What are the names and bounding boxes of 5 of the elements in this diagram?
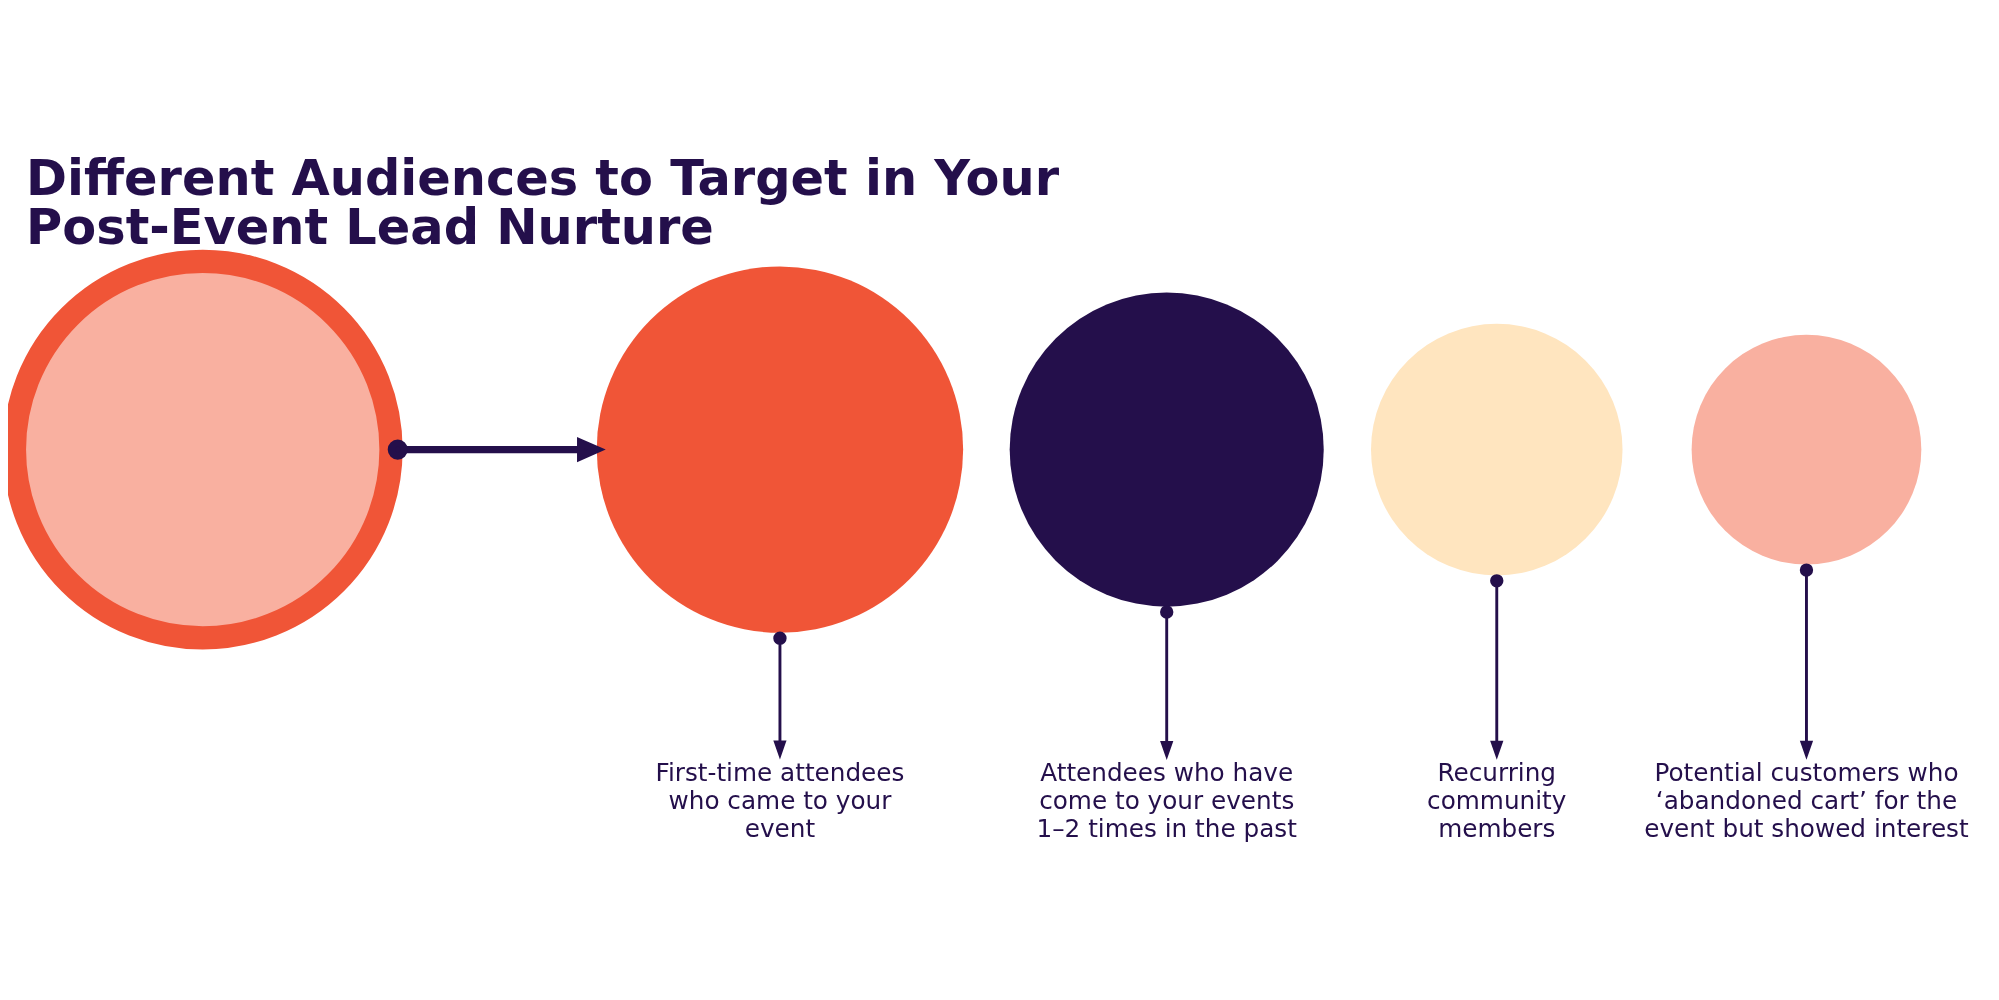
node-text: Potential customers who ‘abandoned cart’ for the event but showed interest xyxy=(1644,757,1969,843)
node-text: Recurring community members xyxy=(1427,757,1567,843)
node-text: Attendees who have come to your events 1–2 times in the past xyxy=(1036,757,1297,843)
diagram-title: Different Audiences to Target in Your Post-Event Lead Nurture xyxy=(26,148,1060,256)
node-text: First-time attendees who came to your event xyxy=(655,757,905,843)
